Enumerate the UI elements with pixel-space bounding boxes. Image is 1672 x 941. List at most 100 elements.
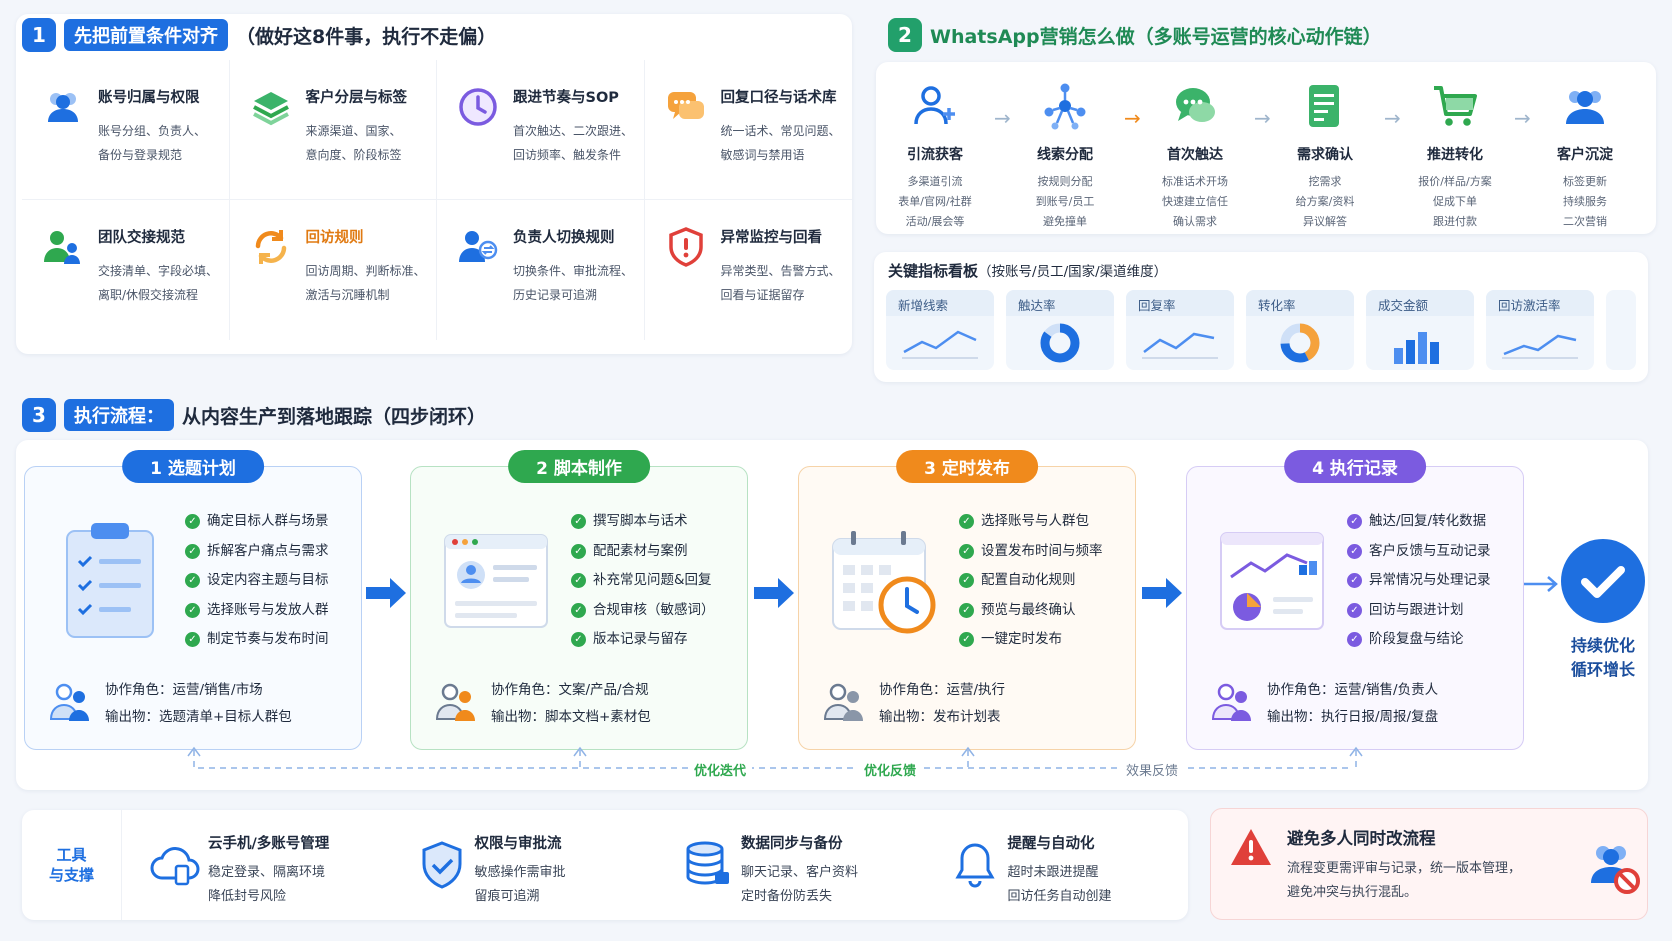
users-forbidden-icon [1591, 846, 1640, 894]
warning-icon [1231, 829, 1271, 865]
action-chain: 引流获客 多渠道引流表单/官网/社群活动/展会等 → 线索分配 按规则分配到账号… [876, 62, 1656, 234]
refresh-icon [255, 230, 286, 264]
chain-arrow-icon: → [1514, 106, 1531, 130]
flow-stage-1: 1 选题计划 ✓确定目标人群与场景 ✓拆解客户痛点与需求 ✓设定内容主题与目标 … [24, 450, 362, 750]
feedback-label: 优化反馈 [858, 760, 923, 779]
prereq-desc: 统一话术、常见问题、敏感词与禁用语 [720, 124, 841, 162]
kpi-scroll-edge[interactable] [1606, 290, 1636, 370]
chain-step: 首次触达 标准话术开场快速建立信任确认需求 [1136, 62, 1254, 232]
feedback-loop-lines [187, 746, 1363, 769]
chain-step: 客户沉淀 标签更新持续服务二次营销 [1526, 62, 1644, 232]
success-check-icon [1561, 539, 1645, 623]
prereq-name: 账号归属与权限 [98, 90, 200, 106]
shield-alert-icon [668, 227, 703, 267]
chain-step: 引流获客 多渠道引流表单/官网/社群活动/展会等 [876, 62, 994, 232]
stage-task-list: ✓触达/回复/转化数据 ✓客户反馈与互动记录 ✓异常情况与处理记录 ✓回访与跟进… [1347, 507, 1491, 655]
feedback-label: 效果反馈 [1120, 760, 1185, 779]
prereq-name: 异常监控与回看 [720, 230, 823, 246]
kpi-card[interactable]: 回访激活率 [1486, 290, 1594, 370]
donut-chart-icon [1280, 323, 1320, 363]
user-switch-icon [459, 231, 498, 262]
prereq-desc: 异常类型、告警方式、回看与证据留存 [720, 264, 841, 302]
prereq-desc: 切换条件、审批流程、历史记录可追溯 [513, 264, 634, 302]
kpi-card[interactable]: 转化率 [1246, 290, 1354, 370]
section2-number: 2 [888, 18, 922, 52]
clock-icon [459, 88, 497, 126]
line-chart-icon [1142, 332, 1218, 359]
feedback-label: 优化迭代 [688, 760, 753, 779]
warning-title: 避免多人同时改流程 [1287, 829, 1436, 848]
chain-arrow-icon: → [1124, 106, 1141, 130]
section3-number: 3 [22, 398, 56, 432]
prereq-grid: 账号归属与权限 账号分组、负责人、备份与登录规范 客户分层与标签 来源渠道、国家… [22, 60, 852, 340]
stage-arrow-icon [366, 578, 406, 608]
chain-step: 线索分配 按规则分配到账号/员工避免撞单 [1006, 62, 1124, 232]
flow-stage-3: 3 定时发布 ✓选择账号与人群包 ✓设置发布时间与频率 ✓配置自动化规则 ✓预览… [798, 450, 1136, 750]
kpi-card[interactable]: 成交金额 [1366, 290, 1474, 370]
prereq-name: 负责人切换规则 [513, 230, 615, 246]
list-item: ✓阶段复盘与结论 [1347, 625, 1491, 655]
prereq-name: 团队交接规范 [98, 230, 185, 246]
stage-task-list: ✓确定目标人群与场景 ✓拆解客户痛点与需求 ✓设定内容主题与目标 ✓选择账号与发… [185, 507, 329, 655]
customers-icon [1566, 91, 1604, 124]
stage-arrow-icon [754, 578, 794, 608]
list-item: ✓触达/回复/转化数据 [1347, 507, 1491, 537]
kpi-card[interactable]: 新增线索 [886, 290, 994, 370]
list-item: ✓选择账号与发放人群 [185, 596, 329, 626]
prereq-item: 团队交接规范 交接清单、字段必填、离职/休假交接流程 [22, 200, 230, 340]
support-item: 数据同步与备份 聊天记录、客户资料定时备份防丢失 [655, 810, 922, 920]
list-item: ✓回访与跟进计划 [1347, 596, 1491, 626]
users-icon [48, 93, 78, 122]
bar-chart-icon [1394, 332, 1439, 364]
section1-number: 1 [22, 18, 56, 52]
list-item: ✓配配素材与案例 [571, 537, 715, 567]
section3-header: 3 执行流程： 从内容生产到落地跟踪（四步闭环） [22, 398, 486, 432]
calendar-clock-icon [832, 531, 936, 634]
support-item: 权限与审批流 敏感操作需审批留痕可追溯 [389, 810, 656, 920]
chain-arrow-icon: → [1254, 106, 1271, 130]
kpi-card[interactable]: 回复率 [1126, 290, 1234, 370]
prereq-item: 跟进节奏与SOP 首次触达、二次跟进、回访频率、触发条件 [437, 60, 645, 200]
section2-header: 2 WhatsApp营销怎么做（多账号运营的核心动作链） [888, 18, 1382, 52]
prereq-desc: 首次触达、二次跟进、回访频率、触发条件 [513, 124, 634, 162]
layers-icon [252, 92, 289, 126]
prereq-name: 回访规则 [305, 230, 364, 246]
stage-arrow-icon [1142, 578, 1182, 608]
database-icon [686, 841, 729, 885]
analytics-screen-icon [1220, 532, 1324, 630]
support-item: 云手机/多账号管理 稳定登录、隔离环境降低封号风险 [122, 810, 389, 920]
section3-title: 执行流程： [64, 399, 174, 431]
list-item: ✓选择账号与人群包 [959, 507, 1103, 537]
prereq-desc: 来源渠道、国家、意向度、阶段标签 [305, 124, 402, 162]
chain-step: 推进转化 报价/样品/方案促成下单跟进付款 [1396, 62, 1514, 232]
prereq-desc: 交接清单、字段必填、离职/休假交接流程 [98, 264, 219, 302]
section1-title: 先把前置条件对齐 [64, 19, 228, 51]
stage-task-list: ✓撰写脚本与话术 ✓配配素材与案例 ✓补充常见问题&回复 ✓合规审核（敏感词） … [571, 507, 715, 655]
list-item: ✓拆解客户痛点与需求 [185, 537, 329, 567]
prereq-item: 客户分层与标签 来源渠道、国家、意向度、阶段标签 [229, 60, 437, 200]
chat-icon [667, 92, 704, 119]
user-add-icon [914, 86, 955, 125]
section3-subtitle: 从内容生产到落地跟踪（四步闭环） [182, 405, 487, 428]
warning-desc: 流程变更需评审与记录，统一版本管理，避免冲突与执行混乱。 [1287, 861, 1522, 900]
chain-step: 需求确认 挖需求给方案/资料异议解答 [1266, 62, 1384, 232]
donut-chart-icon [1040, 323, 1080, 363]
bell-icon [954, 843, 995, 888]
stage-role: 协作角色：文案/产品/合规 输出物：脚本文档+素材包 [435, 677, 735, 731]
prereq-item: 负责人切换规则 切换条件、审批流程、历史记录可追溯 [437, 200, 645, 340]
prereq-item: 账号归属与权限 账号分组、负责人、备份与登录规范 [22, 60, 230, 200]
kpi-card[interactable]: 触达率 [1006, 290, 1114, 370]
line-chart-icon [902, 330, 978, 359]
list-item: ✓异常情况与处理记录 [1347, 566, 1491, 596]
chain-arrow-icon: → [1384, 106, 1401, 130]
shield-check-icon [422, 841, 461, 889]
prereq-name: 跟进节奏与SOP [513, 90, 619, 106]
stage-role: 协作角色：运营/销售/市场 输出物：选题清单+目标人群包 [49, 677, 349, 731]
list-item: ✓确定目标人群与场景 [185, 507, 329, 537]
list-item: ✓配置自动化规则 [959, 566, 1103, 596]
prereq-name: 回复口径与话术库 [720, 90, 837, 106]
list-item: ✓版本记录与留存 [571, 625, 715, 655]
section2-title: WhatsApp营销怎么做（多账号运营的核心动作链） [930, 25, 1382, 48]
stage-header: 3 定时发布 [896, 450, 1038, 483]
support-bar: 工具与支撑 云手机/多账号管理 稳定登录、隔离环境降低封号风险 权限与审批流 敏… [22, 810, 1188, 920]
